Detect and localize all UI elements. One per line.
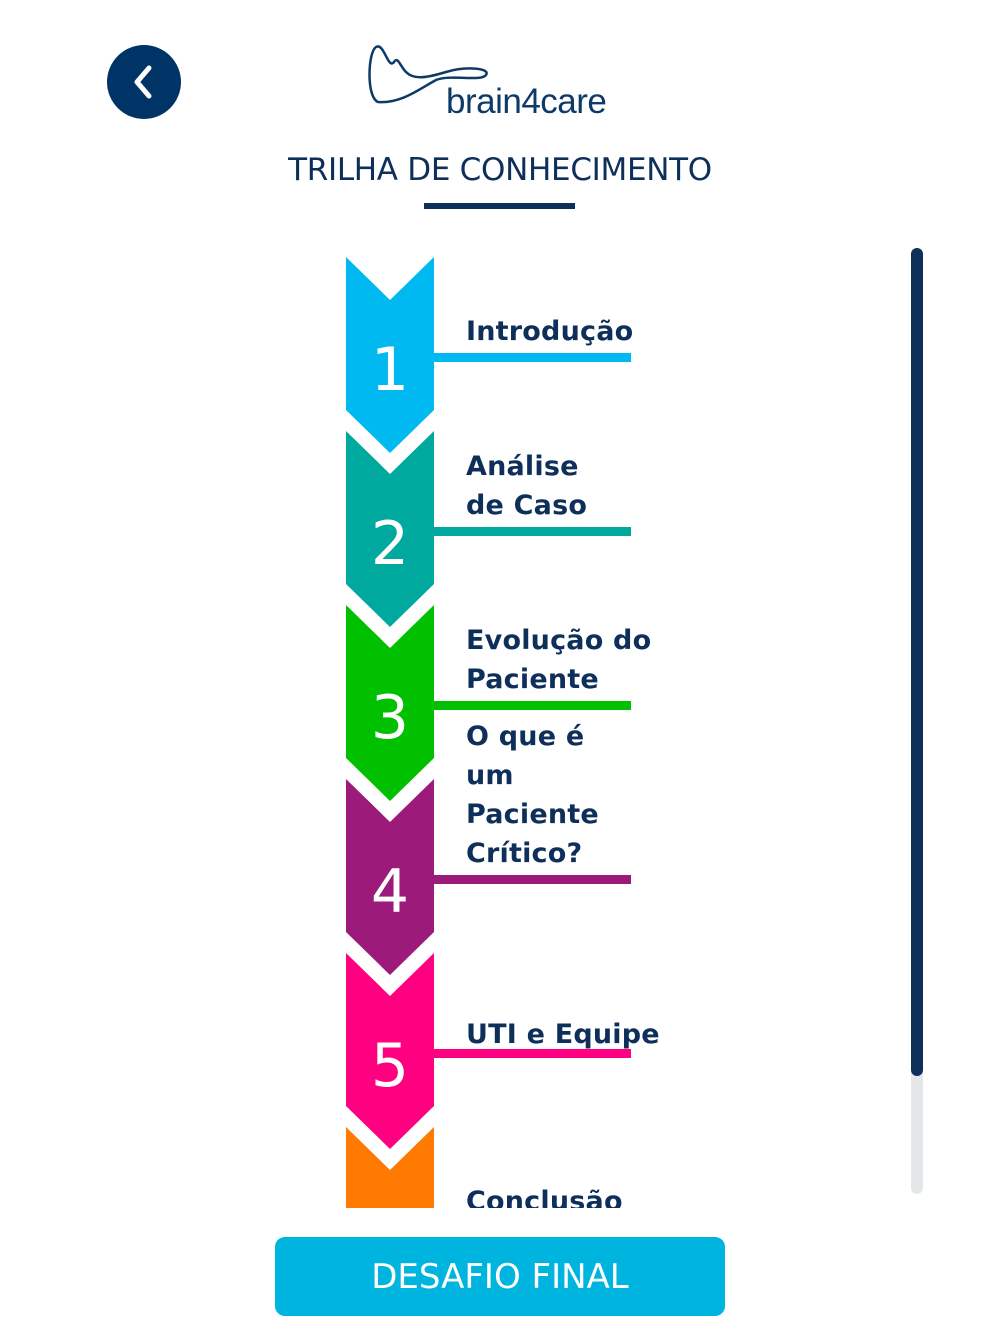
step-label[interactable]: Análise de Caso (466, 451, 588, 521)
trail-step-2[interactable]: 2 Análise de Caso (300, 431, 720, 627)
step-line (434, 353, 631, 362)
trail-step-1[interactable]: 1 Introdução (300, 257, 720, 453)
step-number: 4 (370, 857, 410, 927)
knowledge-trail: 1 Introdução 2 Análise de Caso 3 Evoluçã… (300, 257, 720, 1208)
step-number: 6 (346, 1207, 434, 1208)
brain4care-logo: brain4care (366, 42, 636, 122)
step-number: 2 (370, 509, 410, 579)
step-label[interactable]: UTI e Equipe (466, 1019, 660, 1050)
trail-step-4[interactable]: 4 O que é um Paciente Crítico? (300, 721, 720, 975)
title-underline (424, 203, 575, 209)
trail-step-6[interactable]: 6 Conclusão (300, 1127, 720, 1208)
trail-step-5[interactable]: 5 UTI e Equipe (300, 953, 720, 1149)
final-challenge-button[interactable]: DESAFIO FINAL (275, 1237, 725, 1316)
step-number: 5 (370, 1031, 410, 1101)
brain-wave-logo-icon (368, 45, 488, 104)
step-number: 3 (370, 683, 410, 753)
step-label[interactable]: Conclusão (466, 1186, 623, 1208)
step-line (434, 701, 631, 710)
scrollbar-thumb[interactable] (911, 248, 923, 1076)
step-number: 1 (370, 335, 410, 405)
logo-text: brain4care (446, 82, 607, 121)
step-line (434, 875, 631, 884)
step-line (434, 1049, 631, 1058)
step-line (434, 527, 631, 536)
chevron-marker (346, 1127, 434, 1208)
step-label[interactable]: Evolução do Paciente (466, 625, 652, 695)
page-title: TRILHA DE CONHECIMENTO (288, 152, 712, 188)
step-label[interactable]: Introdução (466, 316, 634, 347)
step-label[interactable]: O que é um Paciente Crítico? (466, 721, 599, 869)
back-button[interactable] (107, 45, 181, 119)
trail-step-3[interactable]: 3 Evolução do Paciente (300, 605, 720, 801)
chevron-left-icon (134, 65, 152, 99)
